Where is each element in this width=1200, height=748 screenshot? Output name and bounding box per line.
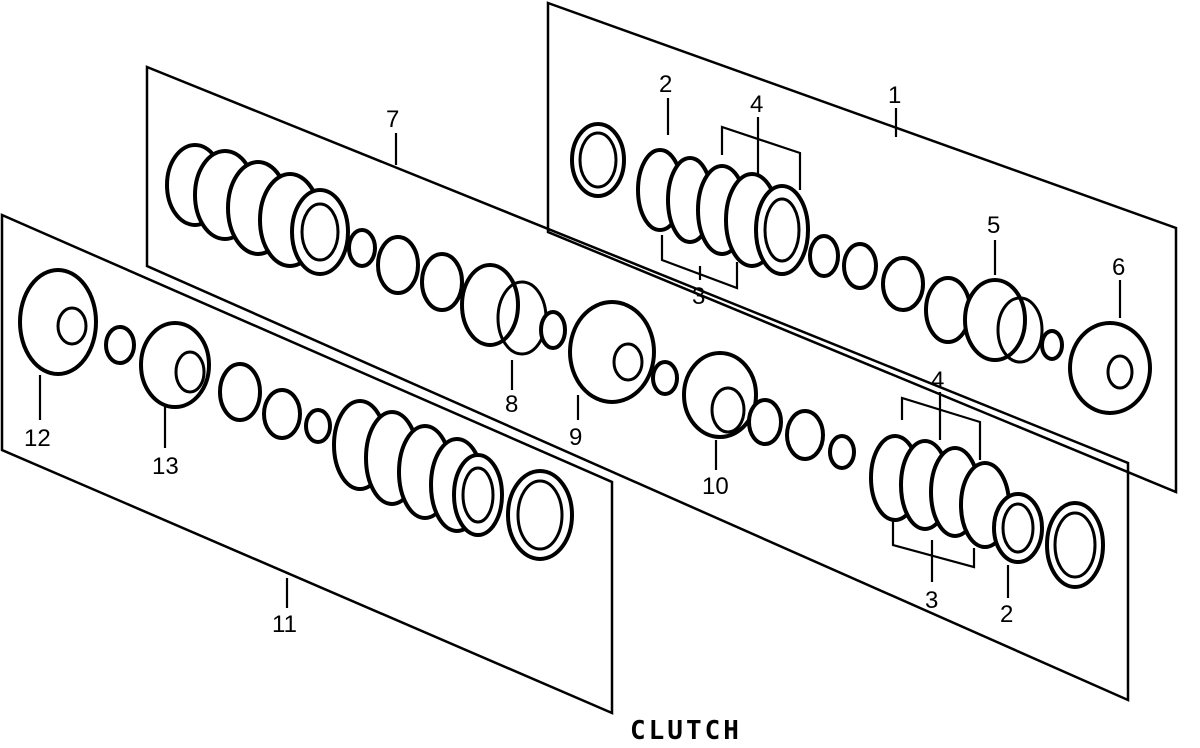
snap-ring-lower-right <box>1045 501 1105 589</box>
clutch-drum-rear <box>18 268 98 376</box>
clutch-plate-stack-upper <box>636 148 810 276</box>
callout-11: 11 <box>272 611 297 638</box>
clutch-hub-center <box>568 300 679 404</box>
callout-13: 13 <box>152 453 179 480</box>
snap-ring <box>570 122 626 198</box>
clutch-plate-stack-center <box>165 143 350 276</box>
callout-1: 1 <box>888 82 901 109</box>
small-ring-rear <box>104 325 136 365</box>
piston <box>963 278 1064 364</box>
piston-center <box>460 263 567 356</box>
callout-2-upper: 2 <box>659 71 672 98</box>
bearing-center <box>682 351 856 470</box>
clutch-plate-stack-rear <box>332 399 504 537</box>
callout-9: 9 <box>569 424 582 451</box>
callout-12: 12 <box>24 425 51 452</box>
bearing-rear <box>139 321 211 409</box>
clutch-drum <box>1068 321 1152 415</box>
callout-5: 5 <box>987 212 1000 239</box>
callout-3-upper: 3 <box>692 283 705 310</box>
callout-7: 7 <box>386 106 399 133</box>
panel-rear-clutch-assembly <box>0 213 614 715</box>
snap-ring-rear <box>506 469 574 561</box>
callout-4-upper: 4 <box>750 91 763 118</box>
small-rings-center <box>347 228 464 312</box>
callout-10: 10 <box>702 473 729 500</box>
panel-center-clutch-assembly <box>145 65 1130 702</box>
diagram-caption: CLUTCH <box>630 716 742 746</box>
callout-6: 6 <box>1112 254 1125 281</box>
clutch-plate-stack-lower-right <box>869 434 1044 564</box>
small-rings-rear <box>218 362 332 444</box>
callout-4-lower: 4 <box>931 367 944 394</box>
callout-3-lower: 3 <box>925 587 938 614</box>
callout-8: 8 <box>505 391 518 418</box>
small-rings-upper <box>808 234 972 344</box>
callout-2-lower: 2 <box>1000 601 1013 628</box>
panel-forward-clutch-assembly <box>546 1 1178 494</box>
leader-lines <box>38 98 1122 608</box>
